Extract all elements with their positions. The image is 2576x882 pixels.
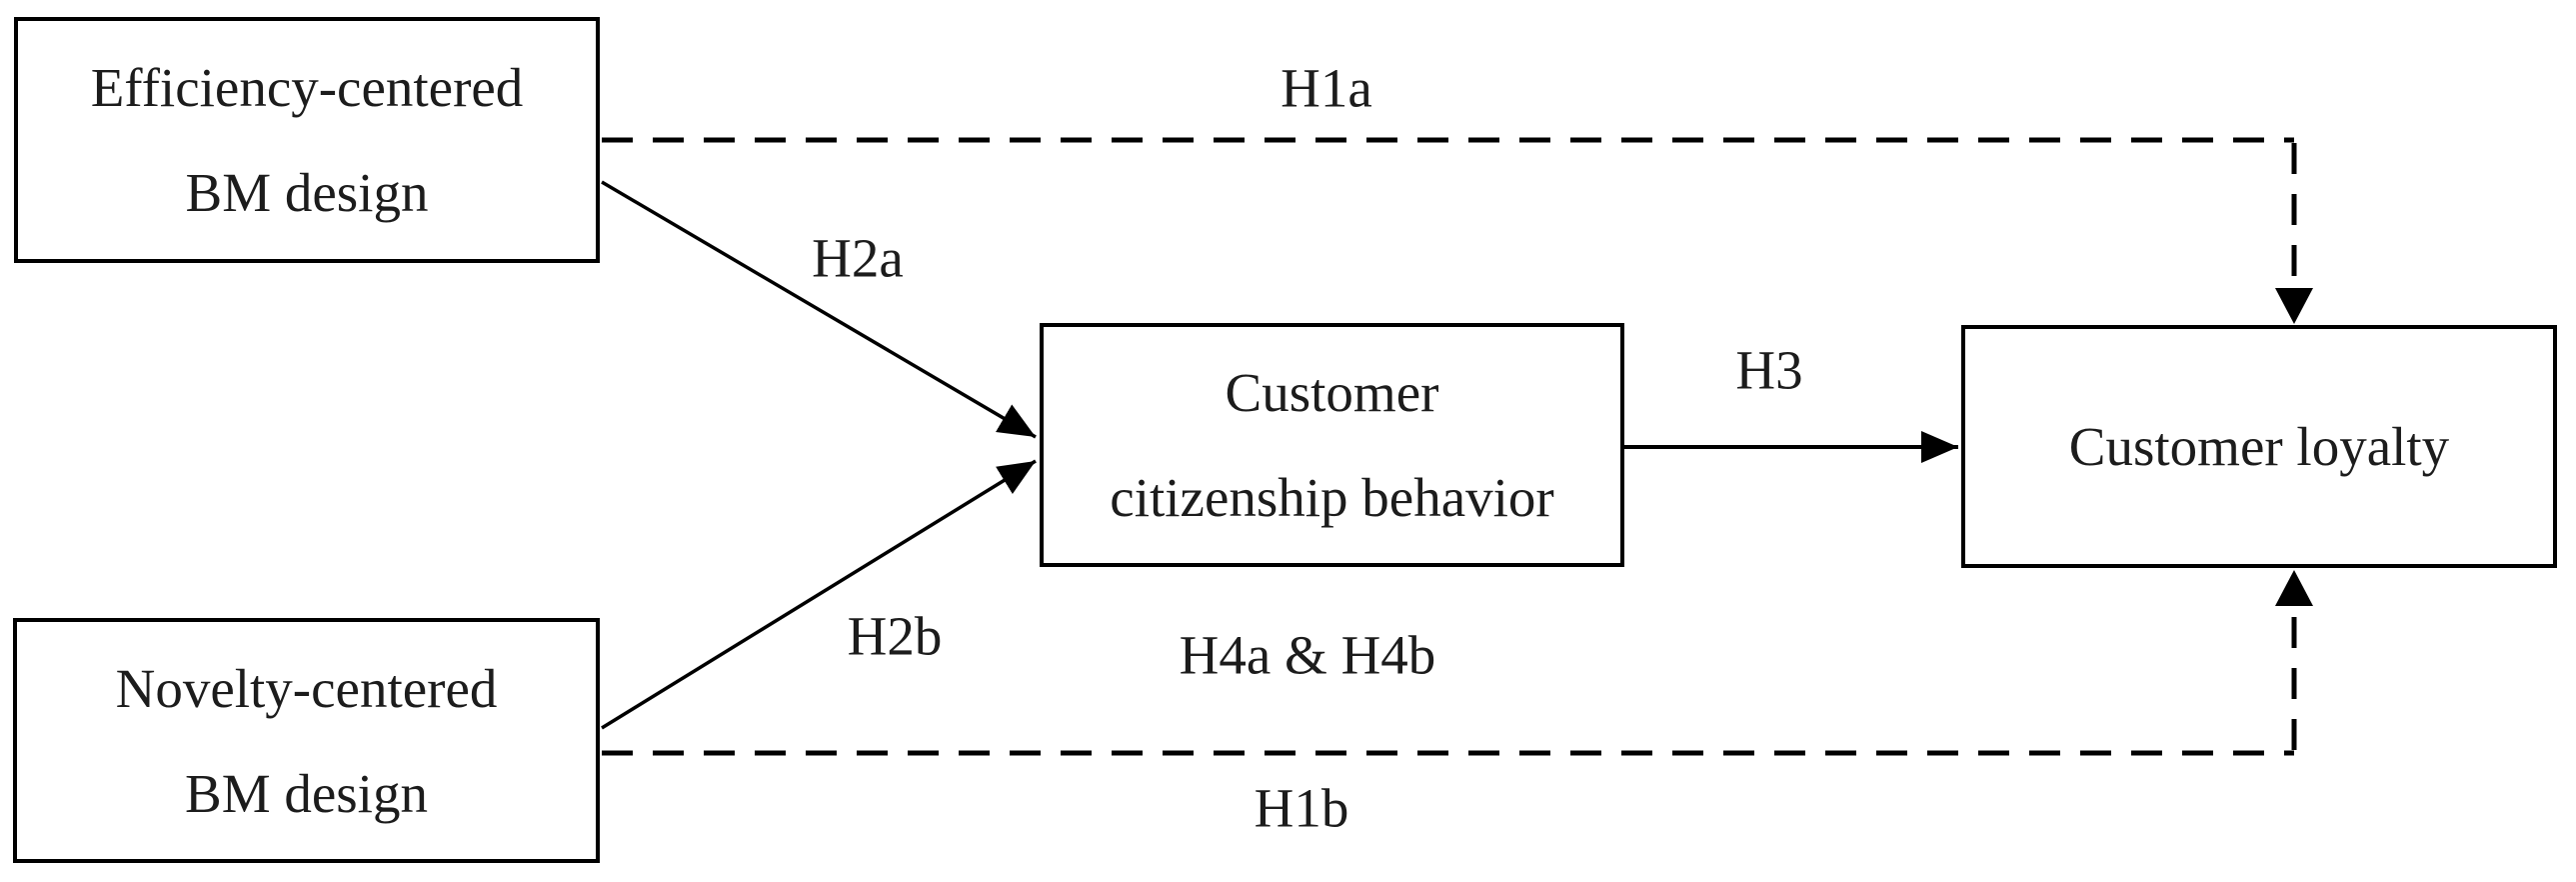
h1b-arrowhead-up-icon (2275, 570, 2313, 606)
node-label-line: Customer (1225, 362, 1439, 423)
node-customer-loyalty: Customer loyalty (1961, 325, 2557, 568)
edge-label-h2b: H2b (847, 605, 943, 667)
node-customer-citizenship-behavior: Customer citizenship behavior (1040, 323, 1624, 567)
node-label-line: Novelty-centered (115, 657, 498, 719)
edge-label-h1a: H1a (1281, 57, 1372, 119)
edge-label-h2a: H2a (812, 227, 904, 289)
node-label-line: Efficiency-centered (90, 57, 524, 118)
node-label-line: BM design (185, 762, 428, 824)
h1a-arrowhead-down-icon (2275, 288, 2313, 324)
edge-h2a-line (601, 180, 1037, 439)
node-label-line: BM design (185, 162, 429, 223)
node-novelty-bm-design: Novelty-centered BM design (13, 618, 600, 863)
node-label-line: citizenship behavior (1110, 467, 1554, 528)
node-efficiency-bm-design: Efficiency-centered BM design (14, 17, 600, 263)
node-label-line: Customer loyalty (2068, 416, 2450, 477)
edge-label-h3: H3 (1735, 339, 1803, 401)
annotation-h4a-h4b: H4a & H4b (1179, 624, 1436, 686)
edge-h2b-line (601, 459, 1037, 730)
edge-label-h1b: H1b (1254, 777, 1349, 839)
